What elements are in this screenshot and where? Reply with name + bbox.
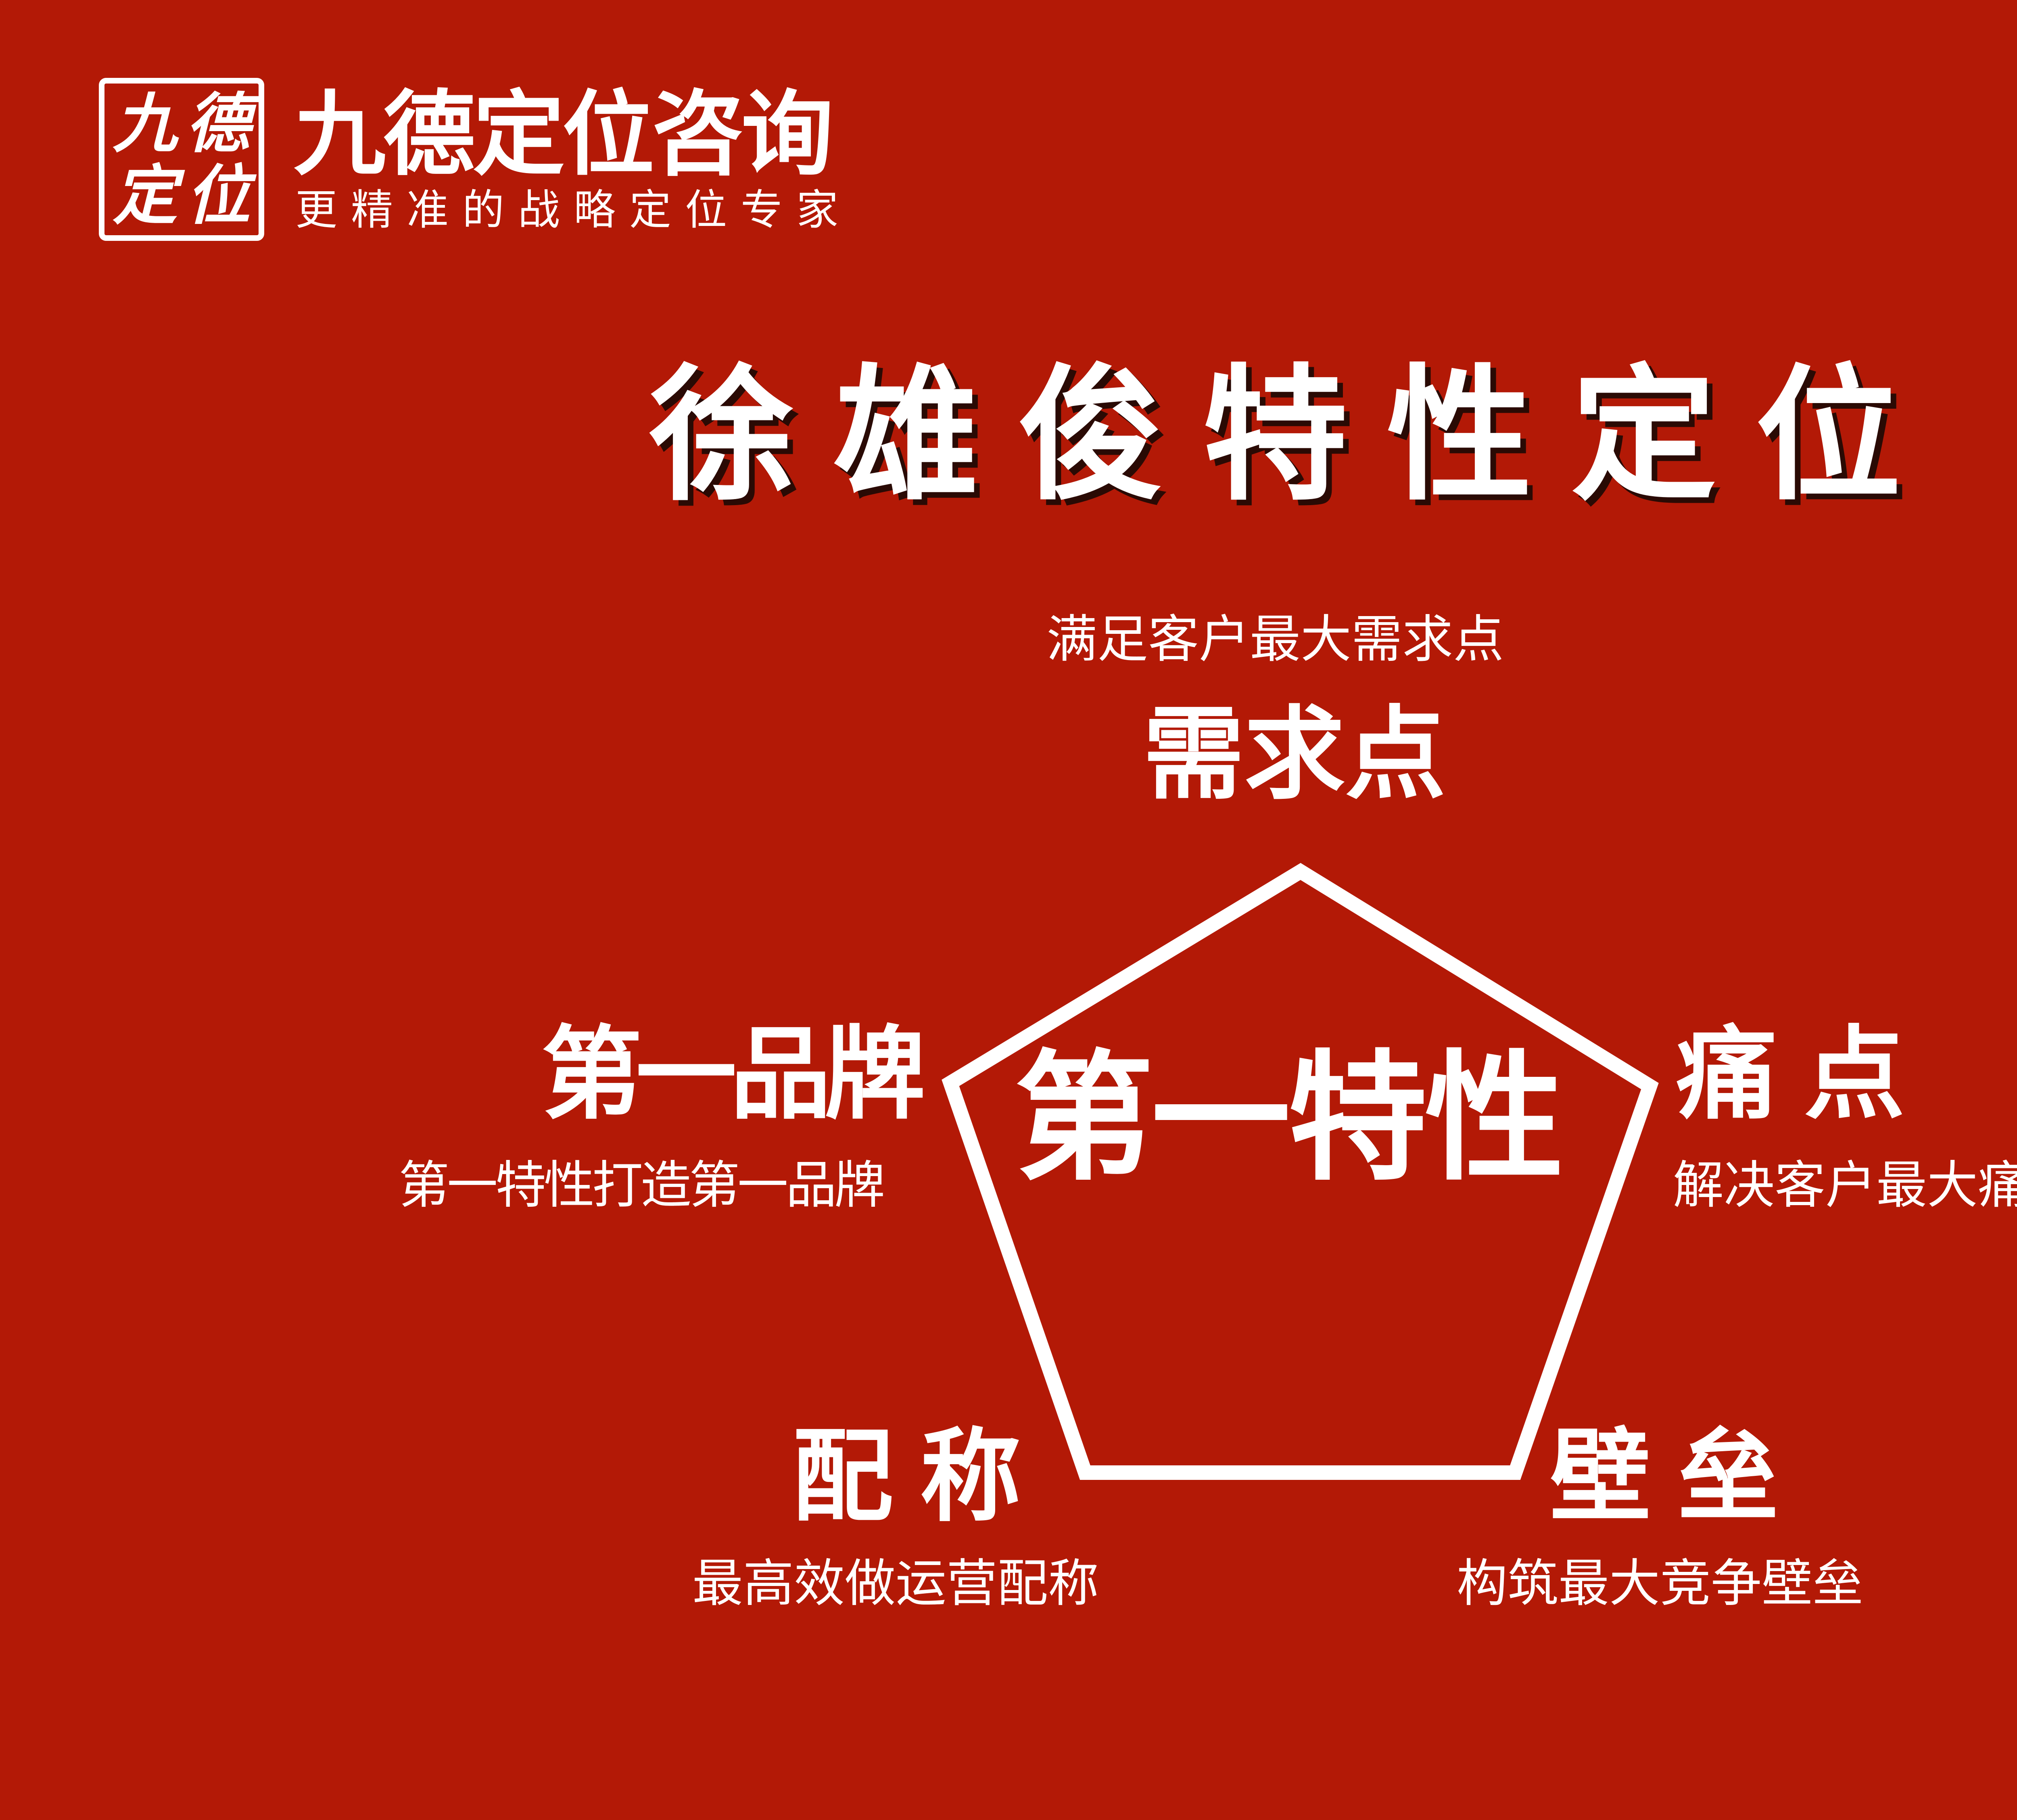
seal-char: 九 — [113, 86, 177, 161]
logo-seal: 九 德 定 位 — [99, 78, 264, 241]
node-left-label: 第一品牌 — [541, 1016, 925, 1133]
node-bottom-left-label: 配 称 — [792, 1418, 1021, 1535]
seal-char: 位 — [186, 157, 251, 233]
brand-name: 九德定位咨询 — [294, 80, 833, 188]
center-label: 第一特性 — [1015, 1038, 1564, 1199]
brand-tagline: 更精准的战略定位专家 — [295, 185, 852, 234]
node-bottom-right-description: 构筑最大竞争壁垒 — [1457, 1554, 1863, 1613]
node-right-label: 痛 点 — [1676, 1016, 1905, 1133]
page-title: 徐雄俊特性定位 — [649, 351, 1940, 520]
node-right-description: 解决客户最大痛点 — [1673, 1156, 2017, 1215]
node-bottom-right-label: 壁 垒 — [1550, 1418, 1779, 1535]
node-bottom-left-description: 最高效做运营配称 — [692, 1554, 1099, 1613]
seal-char: 德 — [186, 86, 251, 161]
node-top-description: 满足客户最大需求点 — [1046, 610, 1504, 669]
node-left-description: 第一特性打造第一品牌 — [399, 1156, 885, 1215]
seal-char: 定 — [113, 157, 177, 233]
node-top-label: 需求点 — [1143, 696, 1446, 813]
